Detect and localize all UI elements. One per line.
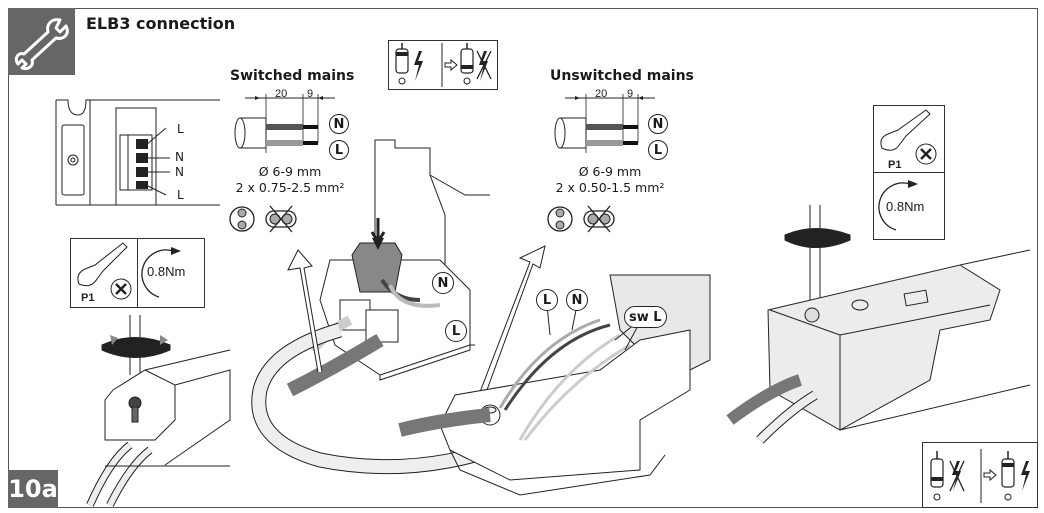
unswitched-diameter: Ø 6-9 mm — [578, 164, 642, 179]
switch-off-indicator — [388, 40, 498, 90]
step-number-badge: 10a — [8, 470, 58, 508]
cable-strip-diagram: 20 9 — [234, 88, 335, 153]
screwdriver-size: P1 — [888, 159, 901, 171]
left-tool-spec: P1 0.8Nm — [70, 238, 205, 308]
torque-rotation-icon — [878, 180, 918, 231]
diagram-frame — [8, 8, 1038, 508]
switched-cable-type — [228, 202, 308, 236]
wrench-icon — [14, 18, 69, 70]
switched-diameter: Ø 6-9 mm — [258, 164, 322, 179]
screwdriver-size: P1 — [81, 292, 94, 304]
right-tool-spec: P1 0.8Nm — [873, 105, 945, 240]
switch-on-after-connecting-icon — [930, 449, 1030, 503]
terminal-label-l2: L — [177, 188, 184, 202]
strip-length-20: 20 — [595, 88, 607, 100]
terminal-block-detail: L N N L — [40, 95, 226, 210]
unswitched-mains-title: Unswitched mains — [550, 68, 694, 84]
terminal-label-n1: N — [175, 150, 184, 164]
unswitched-cable-type — [546, 202, 626, 236]
left-screw-terminal — [86, 315, 231, 507]
unswitched-cross-section: 2 x 0.50-1.5 mm² — [555, 180, 665, 195]
strip-length-9: 9 — [307, 88, 313, 100]
unswitched-connector-n: N — [566, 289, 588, 311]
screwdriver-icon: P1 — [880, 109, 937, 171]
page-title: ELB3 connection — [86, 14, 236, 33]
terminal-label-n2: N — [175, 165, 184, 179]
unswitched-mains-cable: 20 9 — [550, 88, 670, 158]
cable-type-round-ok-flat-no-icon — [229, 205, 297, 233]
strip-length-9: 9 — [627, 88, 633, 100]
right-screw-terminal — [726, 205, 1031, 444]
torque-spec: 0.8Nm — [137, 239, 205, 307]
switched-connector-l: L — [445, 320, 467, 342]
switched-wire-l: L — [329, 140, 349, 160]
screwdriver-spec: P1 — [874, 106, 944, 173]
unswitched-connector-housing — [439, 274, 711, 496]
torque-rotation-icon — [141, 247, 181, 298]
switched-mains-title: Switched mains — [230, 68, 355, 84]
strip-length-20: 20 — [275, 88, 287, 100]
cable-type-round-ok-flat-no-icon — [547, 205, 615, 233]
unswitched-wire-l: L — [648, 140, 668, 160]
cable-strip-diagram: 20 9 — [554, 88, 655, 153]
terminal-label-l1: L — [177, 122, 184, 136]
switched-wire-n: N — [329, 114, 349, 134]
terminal-block-drawing — [55, 99, 226, 206]
switched-connector-housing — [319, 139, 490, 381]
torque-value: 0.8Nm — [147, 264, 186, 279]
torque-spec: 0.8Nm — [874, 172, 944, 240]
unswitched-connector-l: L — [536, 289, 558, 311]
unswitched-wire-n: N — [648, 114, 668, 134]
switched-cross-section: 2 x 0.75-2.5 mm² — [235, 180, 345, 195]
torque-value: 0.8Nm — [886, 199, 925, 214]
tool-badge — [8, 8, 75, 75]
switched-connector-n: N — [432, 272, 454, 294]
switched-mains-cable: 20 9 — [230, 88, 350, 158]
switch-off-before-connecting-icon — [395, 43, 492, 87]
screwdriver-icon: P1 — [77, 242, 132, 304]
switch-on-indicator — [922, 442, 1038, 508]
unswitched-connector-sw-l: sw L — [624, 306, 667, 328]
screwdriver-spec: P1 — [71, 239, 138, 307]
